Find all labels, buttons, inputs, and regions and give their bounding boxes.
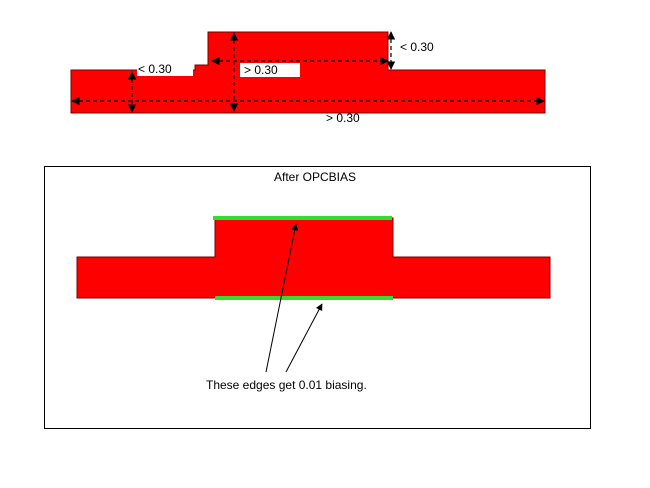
bottom-diagram: After OPCBIAS These edges get 0.01 biasi…: [44, 166, 591, 429]
bottom-title: After OPCBIAS: [274, 170, 356, 184]
left-step-label-bg: [137, 62, 193, 76]
pointer-arrow-top: [265, 223, 299, 373]
total-width-label: > 0.30: [326, 111, 360, 125]
top-diagram: < 0.30 < 0.30 > 0.30 > 0.30: [70, 31, 546, 125]
right-step-label: < 0.30: [400, 40, 434, 54]
left-step-label: < 0.30: [138, 62, 172, 76]
center-width-label: > 0.30: [244, 63, 278, 77]
bias-caption: These edges get 0.01 biasing.: [206, 378, 367, 392]
center-width-label-bg: [240, 63, 300, 77]
pointer-arrow-bottom: [285, 303, 323, 373]
